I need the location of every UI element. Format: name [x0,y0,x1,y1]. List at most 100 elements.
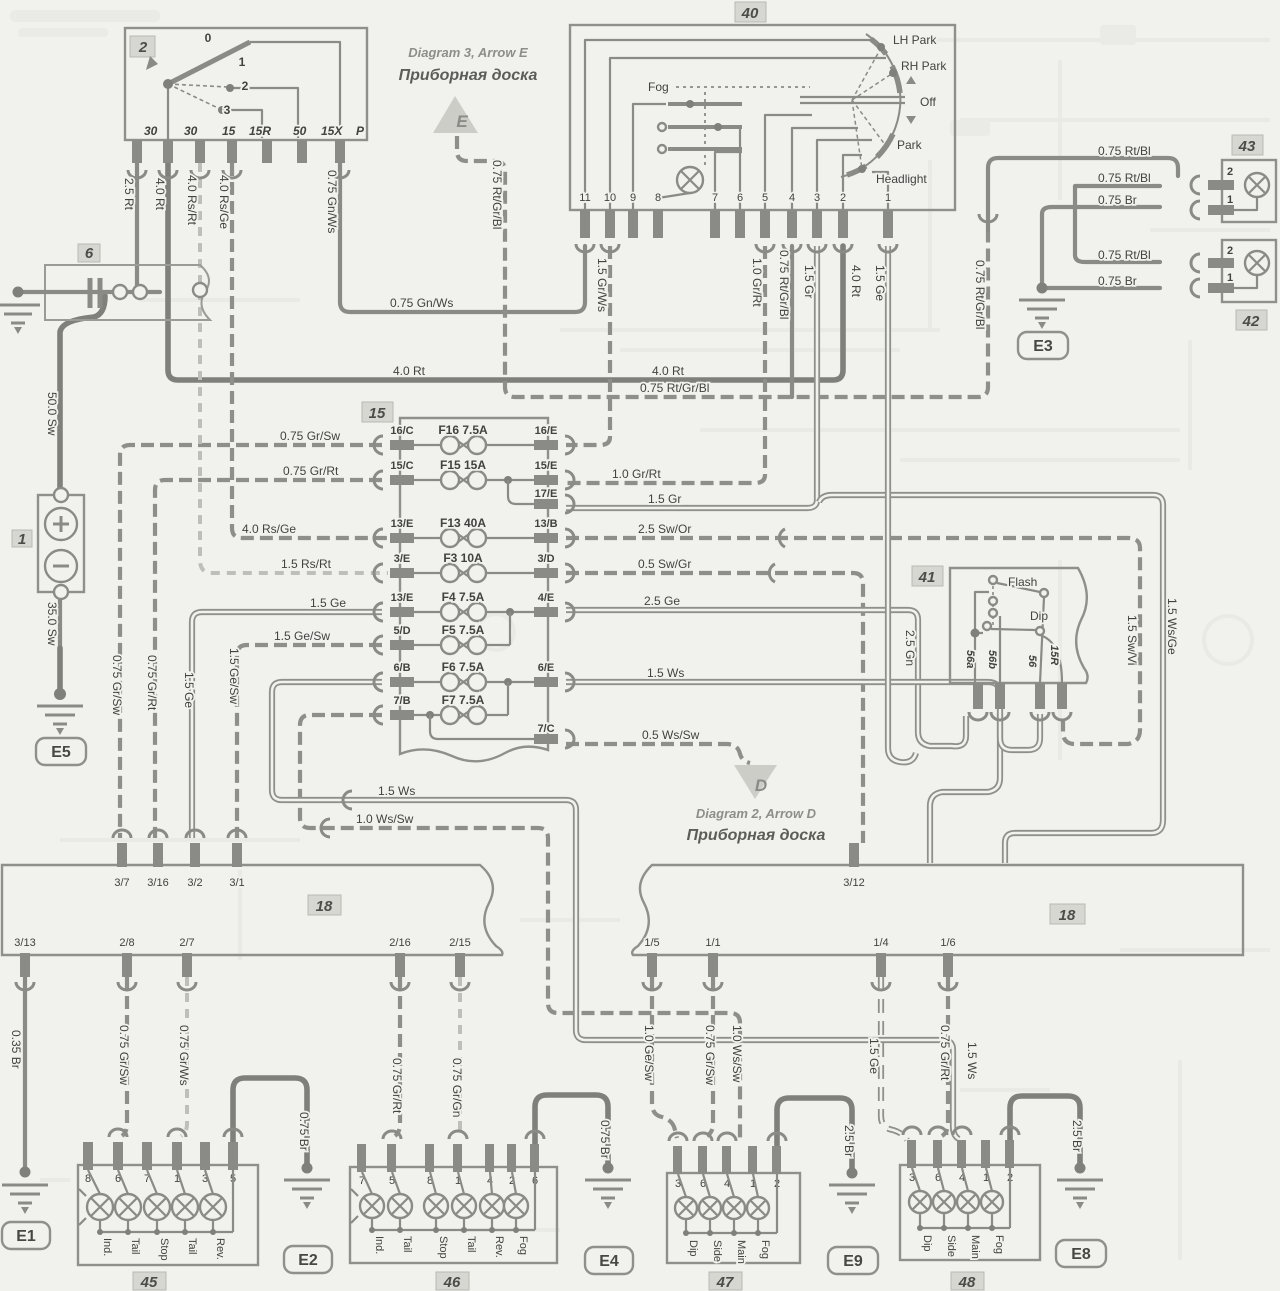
pin-label: 2/15 [449,937,470,949]
fuse-pin-label: 15/C [390,460,413,472]
wire-label: 0.75 Gr/Sw [117,1025,131,1085]
wire-label: 0.35 Br [9,1030,23,1069]
light-switch: 40 Fog LH Park RH Park Off Park Headligh… [568,1,957,254]
ignition-switch: 2 0 1 2 3 30 30 15 15R 50 15X P [123,26,369,180]
light-switch-pins [574,210,899,254]
wire-label: 4.0 Rt [849,265,863,298]
wire-0-75-gr-sw-left [117,442,382,838]
wire-label: 0.5 Ws/Sw [642,728,700,742]
pin-label: 1 [1227,272,1233,284]
fuse-pin-label: 13/E [391,592,414,604]
ground-e9: E9 [826,1167,880,1276]
pin-label: 1/6 [940,937,955,949]
wire-label: 1.5 Ge [867,1038,881,1074]
wire-0-5-ws-sw [566,741,751,766]
component-tag: 43 [1238,138,1256,155]
fuse-pin-label: 5/D [393,625,410,637]
ground-label: E9 [843,1253,863,1270]
note-text-russian: Приборная доска [399,67,538,84]
svg-text:7: 7 [712,192,718,204]
pin-label: 3/2 [187,877,202,889]
wire-label: 35.0 Sw [45,602,59,646]
wire-1-5-gr-ws [566,246,613,448]
fuse-pin-label: 13/B [534,518,557,530]
connector-18-right: 18 3/12 1/5 1/1 1/4 1/6 [630,843,1245,992]
wire-label: 0.75 Br [1098,274,1137,288]
fuse-box: 15 16/C F16 7.5A 16/E 15/C F15 15A 15/E [361,401,576,763]
position-label: 3 [224,103,231,117]
lamp-label: Fog [517,1236,529,1255]
fuse-pin-label: 6/E [538,662,555,674]
wire-2-5-br-e9 [774,1095,855,1172]
component-tag: 45 [140,1274,158,1291]
wire-label: 0.75 Gr/Ws [177,1025,191,1086]
wire-label: 0.75 Gr/Gn [450,1058,464,1117]
wire-0-5-sw-gr [566,570,866,843]
terminal-label: 15R [1048,645,1060,665]
cluster45-lamps [85,1192,228,1222]
wire-label: 0.75 Rt/Gr/Bl [490,160,504,229]
wire-2-5-br-e8 [1007,1093,1083,1167]
ground-label: E5 [51,744,71,761]
terminal-label: 56 [1026,655,1038,668]
connector-18-left: 18 3/7 3/16 3/2 3/1 3/13 2/8 2/7 2/16 2/… [0,828,504,992]
wire-0-75-gr-rt-46 [393,977,403,1138]
component-tag: 18 [316,898,333,915]
ground-label: E4 [599,1253,619,1270]
wire-label: 2.5 Br [842,1125,856,1157]
terminal-label: 56a [964,650,976,668]
wire-4-0-rt [165,160,846,383]
ground-label: E3 [1033,338,1053,355]
pin-label: 6 [935,1172,941,1184]
fuse-pin-label: 4/E [538,592,555,604]
terminal-label: 15 [222,124,236,138]
wire-label: 0.5 Sw/Gr [638,557,691,571]
lamp-label: Main [735,1240,747,1264]
component-tag: 42 [1242,313,1260,330]
ground-e5: E5 [34,688,88,767]
wire-label: 1.5 Rs/Rt [281,557,332,571]
fuse-label: F16 7.5A [438,423,488,437]
pin-label: 3/13 [14,937,35,949]
wire-label: 1.5 Ws [965,1042,979,1079]
position-label: Park [897,138,923,152]
wire-label: 0.75 Rt/Gr/Bl [640,381,709,395]
ground-e8: E8 [1054,1162,1108,1269]
wire-label: 1.5 Ws/Ge [1165,598,1179,655]
svg-text:2: 2 [840,192,846,204]
terminal-label: 15R [249,124,271,138]
wire-label: 0.75 Rt/Bl [1098,171,1151,185]
svg-text:10: 10 [604,192,616,204]
position-label: 0 [205,31,212,45]
wire-0-75-gr-rt-left [152,477,382,838]
position-label: Flash [1008,575,1037,589]
fuse-pin-label: 13/E [391,518,414,530]
position-label: 1 [239,55,246,69]
pin-label: 2/8 [119,937,134,949]
ignition-pins [126,140,351,180]
pin-label: 3 [675,1178,681,1190]
position-label: RH Park [901,59,947,73]
lamp-label: Stop [158,1238,170,1261]
wire-56b-56-link [996,714,1044,754]
wire-0-75-gr-ws [179,977,189,1138]
wire-0-75-br-e2 [230,1075,310,1167]
wire-label: 0.75 Gr/Sw [703,1025,717,1085]
inline-connectors [319,213,999,839]
component-tag: 1 [18,531,26,548]
wire-1-0-ws-sw [297,712,743,1138]
lamp-label: Fog [759,1240,771,1259]
pin-label: 1/1 [705,937,720,949]
wire-label: 0.75 Gr/Rt [390,1058,404,1114]
wire-label: 4.0 Rt [393,364,426,378]
wire-label: 2.5 Gn [903,630,917,666]
lamp-label: Dip [687,1240,699,1257]
light-switch-mechanism [583,33,905,210]
pin-label: 1/4 [873,937,888,949]
wire-label: 4.0 Rs/Ge [217,175,231,229]
wire-1-5-ws-loop [268,678,961,1142]
fuse-rows: 16/C F16 7.5A 16/E 15/C F15 15A 15/E 17/… [372,421,576,750]
wire-label: 4.0 Rt [153,178,167,211]
wire-label: 1.5 Ge [310,596,346,610]
